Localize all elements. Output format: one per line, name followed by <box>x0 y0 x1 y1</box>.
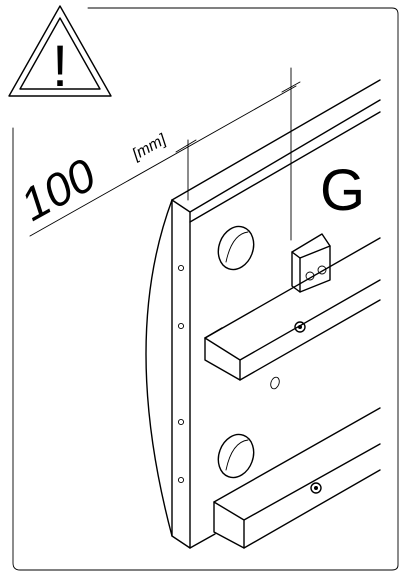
page-frame <box>12 7 399 571</box>
dimension-unit: [mm] <box>129 131 170 164</box>
upper-rail <box>204 237 381 381</box>
cam-hole-upper <box>217 225 255 271</box>
side-panel <box>145 79 381 549</box>
warning-triangle-icon: ! <box>8 5 112 99</box>
bracket <box>291 233 331 293</box>
warning-symbol: ! <box>52 34 68 99</box>
small-hole <box>270 376 280 390</box>
dimension-value: 100 <box>12 148 105 231</box>
cam-hole-lower <box>217 433 255 479</box>
panel-label: G <box>320 158 365 223</box>
lower-rail <box>213 407 381 549</box>
